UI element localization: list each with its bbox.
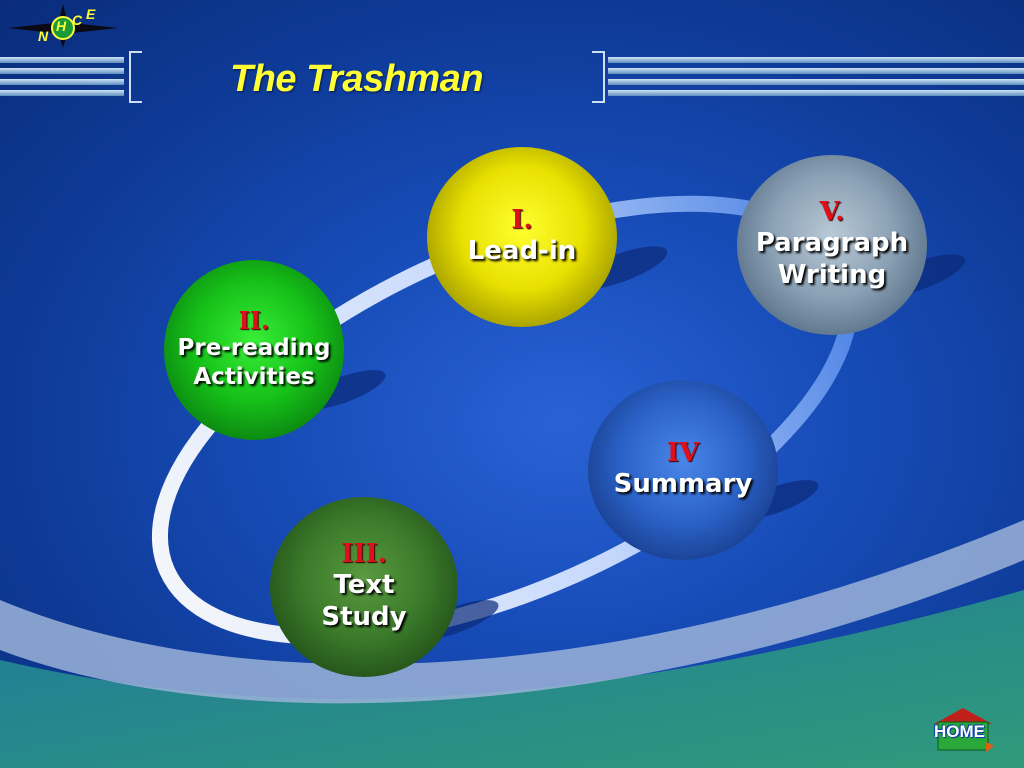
slide-title: The Trashman bbox=[230, 58, 484, 100]
home-label: HOME bbox=[934, 722, 985, 741]
step-lead-in[interactable]: I. Lead-in bbox=[427, 147, 617, 327]
step-label: Lead-in bbox=[467, 236, 577, 267]
header-stripes-left bbox=[0, 57, 124, 96]
step-label: Summary bbox=[613, 469, 753, 500]
step-label: Writing bbox=[777, 260, 887, 291]
step-numeral: I. bbox=[511, 205, 533, 236]
logo-letter-h: H bbox=[56, 18, 67, 34]
home-button[interactable]: HOME bbox=[930, 706, 996, 754]
step-summary[interactable]: IV Summary bbox=[588, 380, 778, 560]
step-numeral: II. bbox=[238, 306, 270, 336]
step-numeral: V. bbox=[819, 197, 845, 228]
logo-letter-n: N bbox=[38, 28, 49, 44]
home-icon bbox=[934, 708, 994, 752]
header-stripes-right bbox=[608, 57, 1024, 96]
step-label: Pre-reading bbox=[177, 335, 331, 362]
step-numeral: IV bbox=[666, 438, 700, 469]
step-label: Activities bbox=[193, 364, 315, 391]
step-label: Text bbox=[333, 569, 395, 600]
logo-letter-c: C bbox=[72, 12, 83, 28]
step-label: Study bbox=[321, 602, 407, 633]
logo-letter-e: E bbox=[86, 6, 96, 22]
nhce-logo-icon: N H C E bbox=[8, 4, 118, 48]
step-pre-reading[interactable]: II. Pre-reading Activities bbox=[164, 260, 344, 440]
step-paragraph-writing[interactable]: V. Paragraph Writing bbox=[737, 155, 927, 335]
step-text-study[interactable]: III. Text Study bbox=[270, 497, 458, 677]
step-numeral: III. bbox=[341, 539, 387, 570]
step-label: Paragraph bbox=[755, 227, 909, 258]
